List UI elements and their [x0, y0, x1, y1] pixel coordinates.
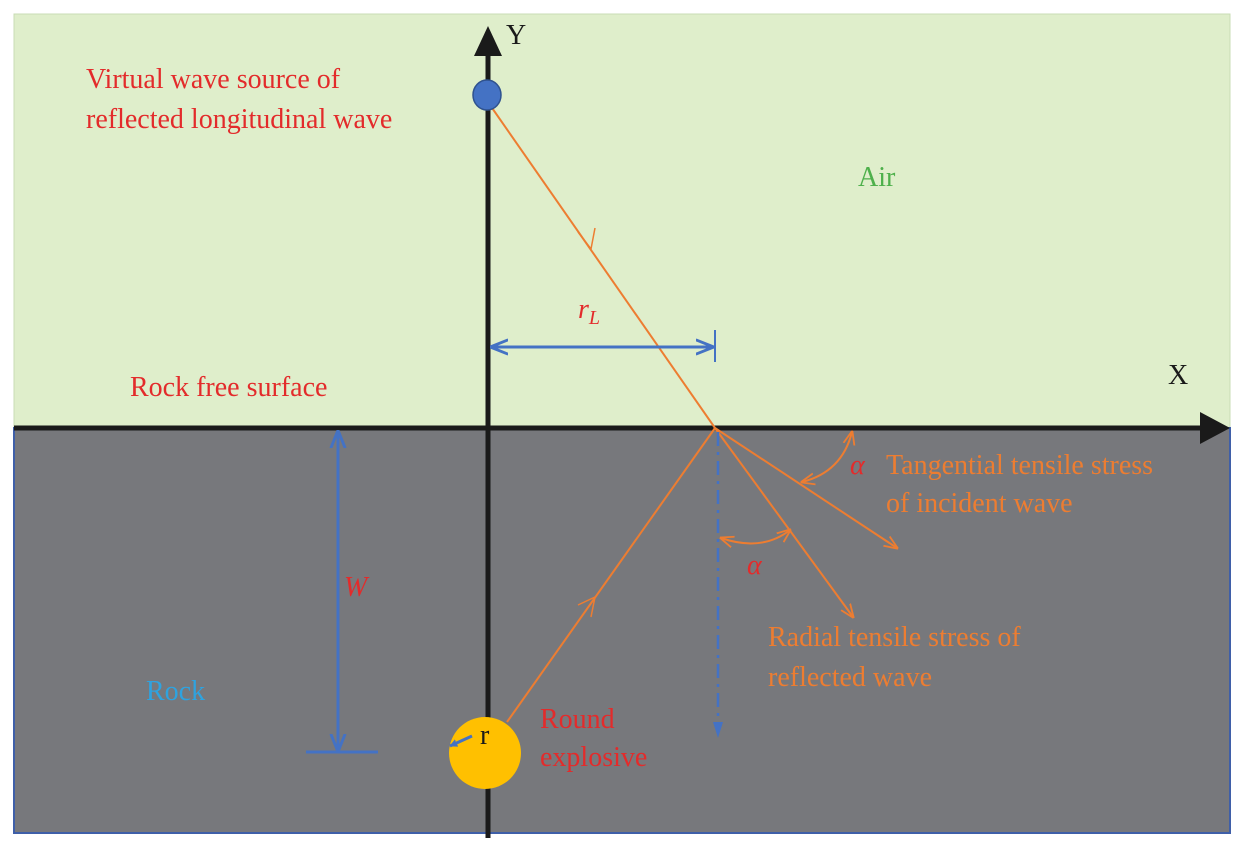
radial-stress-ray [714, 427, 853, 617]
radial-label-line2: reflected wave [768, 662, 932, 693]
normal-line-arrowhead [713, 722, 723, 738]
explosive-radius-label: r [480, 720, 490, 751]
tangential-label-line1: Tangential tensile stress [886, 450, 1153, 481]
explosive-radius [449, 734, 473, 748]
incident-ray-direction-arrow [577, 595, 597, 618]
alpha-arc-bottom [721, 530, 790, 543]
y-axis-arrowhead [474, 26, 502, 56]
alpha-arc-top [802, 432, 852, 482]
explosive-label-line1: Round [540, 704, 615, 735]
round-explosive [449, 717, 521, 789]
w-label: W [344, 572, 370, 603]
virtual-source-label-line2: reflected longitudinal wave [86, 104, 392, 135]
tangential-label-line2: of incident wave [886, 488, 1073, 519]
air-label: Air [858, 162, 896, 193]
virtual-source-label-line1: Virtual wave source of [86, 64, 341, 95]
alpha-top-label: α [850, 450, 866, 481]
alpha-bottom-label: α [747, 550, 763, 581]
rl-label: rL [578, 294, 600, 329]
free-surface-label: Rock free surface [130, 372, 327, 403]
virtual-source-ray [489, 104, 716, 429]
radial-label-line1: Radial tensile stress of [768, 622, 1021, 653]
tangential-stress-ray [714, 427, 897, 548]
virtual-ray-direction-arrow [577, 227, 596, 251]
air-region [13, 13, 1231, 429]
x-axis-arrowhead [1200, 412, 1230, 444]
rock-label: Rock [146, 676, 205, 707]
y-axis-label: Y [506, 20, 526, 51]
rock-region [13, 427, 1231, 834]
virtual-wave-source [472, 79, 502, 111]
x-axis-label: X [1168, 360, 1188, 391]
incident-ray [506, 427, 716, 723]
explosive-label-line2: explosive [540, 742, 647, 773]
